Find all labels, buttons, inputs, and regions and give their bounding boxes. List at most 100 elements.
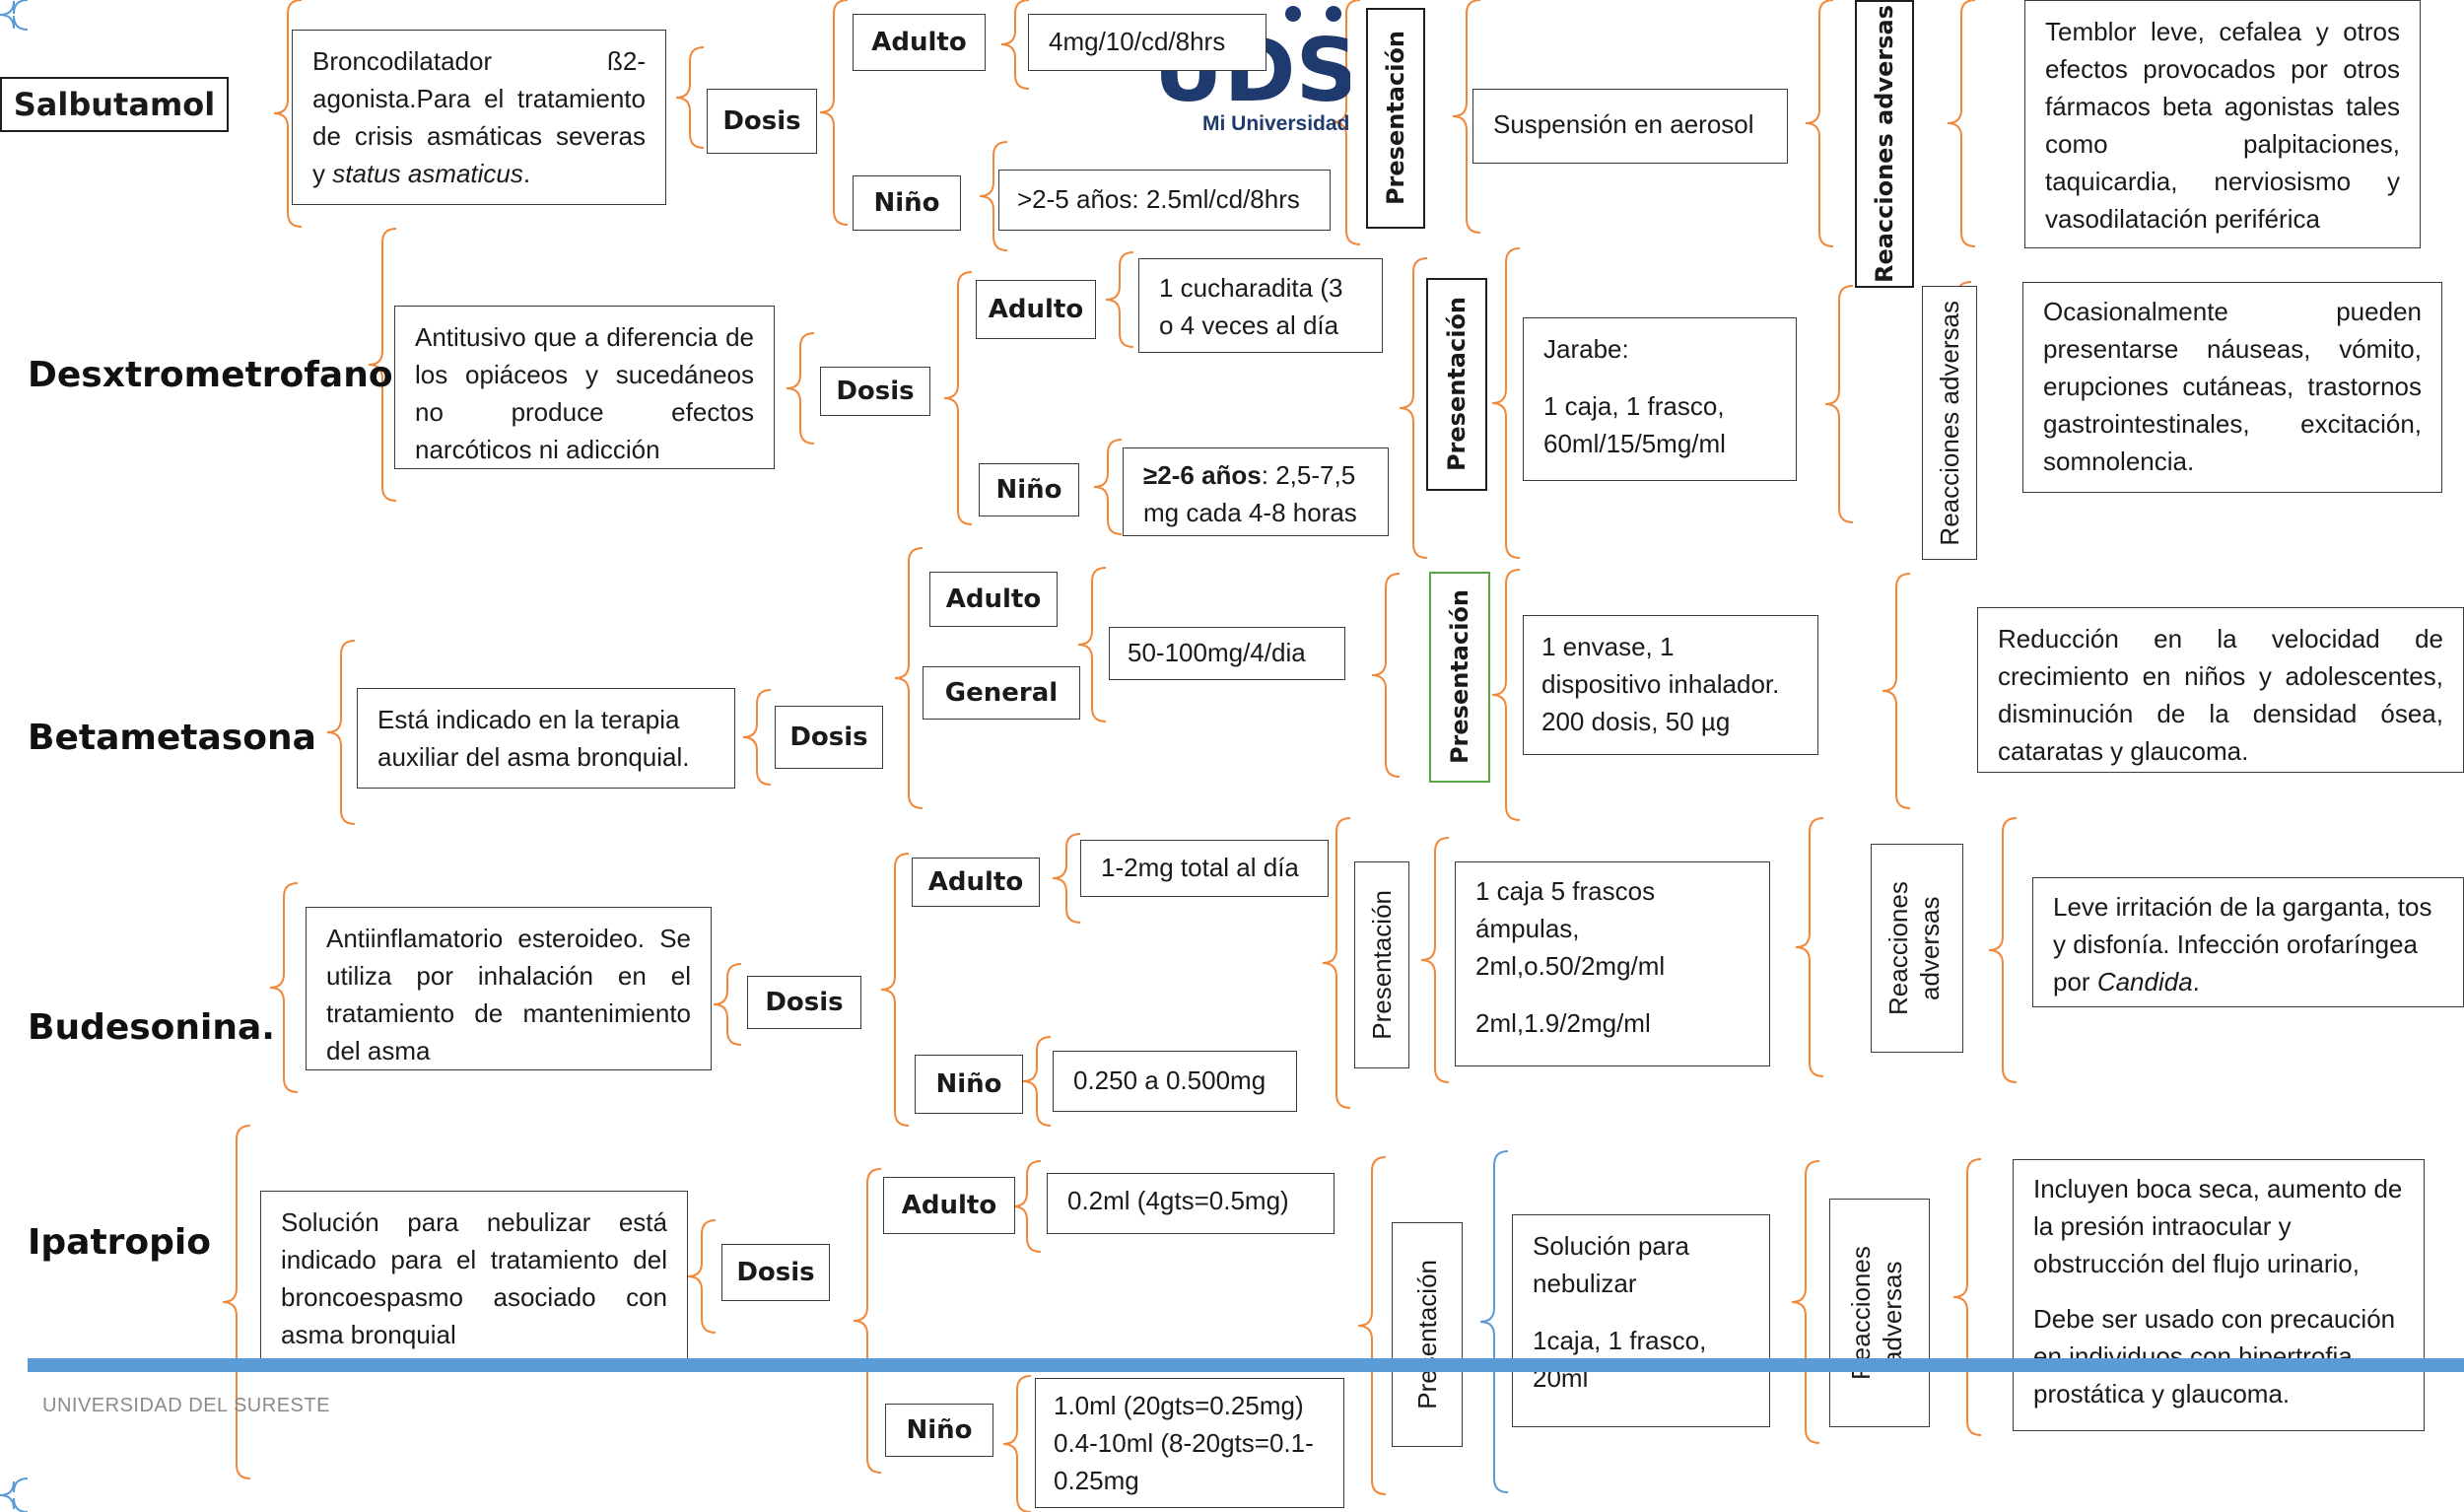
curly-bracket — [675, 46, 705, 149]
curly-bracket — [0, 1478, 29, 1512]
curly-bracket — [1805, 0, 1834, 247]
curly-bracket — [1052, 833, 1081, 924]
curly-bracket — [1479, 1150, 1509, 1493]
presentation-box: 1 envase, 1 dispositivo inhalador. 200 d… — [1523, 615, 1818, 755]
curly-bracket — [1022, 1036, 1052, 1127]
drug-name: Salbutamol — [13, 86, 216, 123]
child-dose-box: >2-5 años: 2.5ml/cd/8hrs — [998, 170, 1331, 231]
presentation-label-text: Presentación — [1367, 890, 1397, 1040]
dose-box: 50-100mg/4/dia — [1109, 627, 1345, 680]
adverse-text: Ocasionalmente pueden presentarse náusea… — [2043, 297, 2422, 476]
curly-bracket — [1000, 0, 1030, 90]
curly-bracket — [1824, 285, 1854, 523]
description-box: Broncodilatador ß2-agonista.Para el trat… — [292, 30, 666, 205]
child-dose-bold: ≥2-6 años — [1143, 460, 1262, 490]
presentation-label: Presentación — [1426, 278, 1487, 491]
curly-bracket — [1491, 569, 1521, 821]
adult-label: Adulto — [976, 280, 1096, 339]
child-label: Niño — [915, 1055, 1023, 1114]
drug-name-box: Salbutamol — [0, 77, 229, 132]
adverse-box: Temblor leve, cefalea y otros efectos pr… — [2024, 0, 2421, 248]
curly-bracket — [880, 853, 910, 1127]
presentation-text-2: 2ml,1.9/2mg/ml — [1475, 1008, 1651, 1038]
presentation-box: 1 caja 5 frascos ámpulas, 2ml,o.50/2mg/m… — [1455, 861, 1770, 1066]
adverse-label-text: Reacciones adversas — [1871, 4, 1898, 284]
presentation-box: Suspensión en aerosol — [1472, 89, 1788, 164]
curly-bracket — [1093, 439, 1123, 535]
presentation-text: 1 caja, 1 frasco, 60ml/15/5mg/ml — [1543, 391, 1726, 458]
curly-bracket — [742, 689, 772, 786]
dosis-label: Dosis — [721, 1244, 830, 1301]
child-dose: : 2,5-7,5 mg cada 4-8 horas — [1143, 460, 1357, 527]
presentation-text: 1 caja 5 frascos ámpulas, 2ml,o.50/2mg/m… — [1475, 876, 1666, 981]
adult-label: Adulto — [883, 1177, 1015, 1234]
adult-label: Adulto — [912, 858, 1040, 907]
adverse-text-2: Debe ser usado con precaución en individ… — [2033, 1304, 2396, 1409]
adult-dose-box: 4mg/10/cd/8hrs — [1028, 14, 1266, 71]
curly-bracket — [1882, 573, 1911, 809]
adult-dose-box: 1-2mg total al día — [1080, 840, 1329, 897]
description-box: Antiinflamatorio esteroideo. Se utiliza … — [306, 907, 712, 1070]
curly-bracket — [1795, 817, 1824, 1077]
footer-bar — [28, 1358, 2464, 1372]
logo-dot — [1326, 6, 1341, 22]
adverse-label-text: Reacciones adversas — [1883, 881, 1945, 1015]
child-dose: 1.0ml (20gts=0.25mg) 0.4-10ml (8-20gts=0… — [1054, 1391, 1314, 1495]
curly-bracket — [1371, 573, 1401, 778]
child-dose: 0.250 a 0.500mg — [1073, 1065, 1266, 1095]
description-italic: status asmaticus — [332, 159, 523, 188]
drug-name: Budesonina. — [28, 1007, 275, 1048]
adverse-label-text: Reacciones adversas — [1935, 300, 1964, 546]
adverse-text: Reducción en la velocidad de crecimiento… — [1998, 624, 2443, 766]
dosis-label: Dosis — [747, 976, 861, 1029]
curly-bracket — [1357, 1156, 1387, 1495]
curly-bracket — [1791, 1160, 1820, 1444]
child-dose-box: ≥2-6 años: 2,5-7,5 mg cada 4-8 horas — [1123, 447, 1389, 536]
drug-name: Betametasona — [28, 718, 316, 758]
adult-dose-box: 1 cucharadita (3 o 4 veces al día — [1138, 258, 1383, 353]
child-dose-box: 0.250 a 0.500mg — [1053, 1051, 1297, 1112]
curly-bracket — [1420, 837, 1450, 1083]
dosis-label: Dosis — [707, 89, 817, 154]
presentation-box: Jarabe: 1 caja, 1 frasco, 60ml/15/5mg/ml — [1523, 317, 1797, 481]
description-text: Antiinflamatorio esteroideo. Se utiliza … — [326, 924, 691, 1065]
adverse-label: Reacciones adversas — [1871, 844, 1963, 1053]
dose: 50-100mg/4/dia — [1128, 638, 1306, 667]
curly-bracket — [943, 271, 973, 525]
curly-bracket — [1077, 567, 1107, 722]
adverse-label-text: Reacciones adversas — [1846, 1246, 1907, 1380]
logo-subtitle: Mi Universidad — [1202, 112, 1349, 135]
curly-bracket — [222, 1125, 251, 1479]
adult-label: Adulto — [929, 572, 1058, 627]
adverse-text: Incluyen boca seca, aumento de la presió… — [2033, 1174, 2403, 1278]
description-text: Está indicado en la terapia auxiliar del… — [377, 705, 690, 772]
adult-dose: 1-2mg total al día — [1101, 853, 1299, 882]
adverse-label: Reacciones adversas — [1922, 286, 1977, 560]
curly-bracket — [1012, 1160, 1042, 1253]
dosis-label: Dosis — [775, 706, 883, 769]
presentation-label: Presentación — [1429, 572, 1490, 783]
presentation-label-text: Presentación — [1382, 31, 1409, 206]
presentation-label: Presentación — [1392, 1222, 1463, 1447]
adverse-box: Ocasionalmente pueden presentarse náusea… — [2022, 282, 2442, 493]
adult-dose: 4mg/10/cd/8hrs — [1049, 27, 1226, 56]
child-dose: >2-5 años: 2.5ml/cd/8hrs — [1017, 184, 1300, 214]
curly-bracket — [713, 963, 742, 1046]
description-text: Broncodilatador ß2-agonista.Para el trat… — [312, 46, 646, 188]
adverse-box: Reducción en la velocidad de crecimiento… — [1977, 607, 2464, 773]
description-box: Solución para nebulizar está indicado pa… — [260, 1191, 688, 1360]
curly-bracket — [1399, 257, 1428, 559]
curly-bracket — [1988, 817, 2018, 1083]
curly-bracket — [1002, 1375, 1032, 1512]
presentation-label-text: Presentación — [1412, 1260, 1442, 1409]
adult-dose: 1 cucharadita (3 o 4 veces al día — [1159, 273, 1343, 340]
description-box: Antitusivo que a diferencia de los opiác… — [394, 306, 775, 469]
curly-bracket — [269, 882, 299, 1093]
presentation-text: 1 envase, 1 dispositivo inhalador. 200 d… — [1541, 632, 1780, 736]
general-label: General — [923, 666, 1080, 720]
child-dose-box: 1.0ml (20gts=0.25mg) 0.4-10ml (8-20gts=0… — [1035, 1378, 1344, 1508]
curly-bracket — [853, 1168, 882, 1474]
dosis-label: Dosis — [820, 367, 930, 416]
presentation-label-text: Presentación — [1446, 589, 1473, 765]
